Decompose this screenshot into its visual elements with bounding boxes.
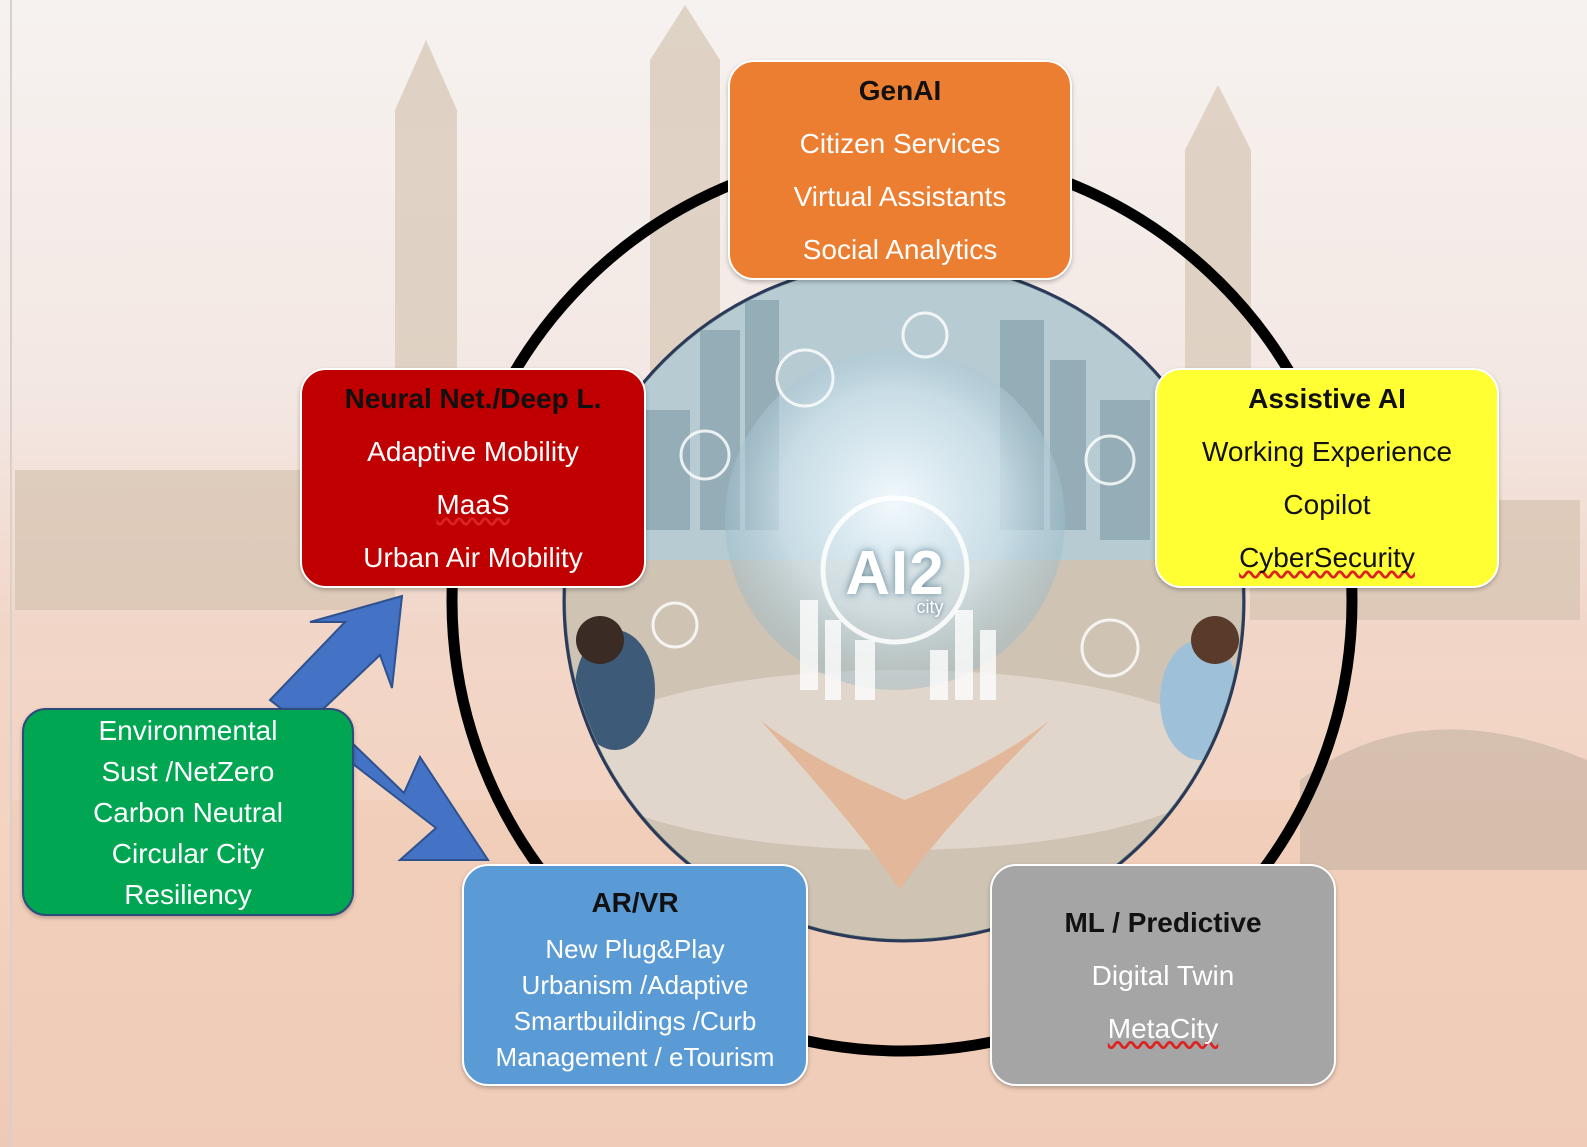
assistive-item-copilot: Copilot: [1283, 489, 1371, 520]
neural-title: Neural Net./Deep L.: [344, 383, 602, 414]
env-item-circular-city: Circular City: [111, 837, 265, 869]
arvr-item-plug-play: New Plug&Play: [545, 934, 725, 964]
ml-title: ML / Predictive: [1064, 906, 1262, 938]
neural-item-maas: MaaS: [436, 489, 510, 520]
env-item-environmental: Environmental: [98, 714, 278, 746]
env-item-sust-netzero: Sust /NetZero: [101, 755, 275, 787]
genai-box: GenAI Citizen Services Virtual Assistant…: [728, 60, 1072, 280]
left-frame-line: [10, 0, 12, 1147]
environmental-box: Environmental Sust /NetZero Carbon Neutr…: [22, 708, 354, 916]
ar-vr-box: AR/VR New Plug&Play Urbanism /Adaptive S…: [462, 864, 808, 1086]
ml-predictive-box: ML / Predictive Digital Twin MetaCity: [990, 864, 1336, 1086]
genai-item-social-analytics: Social Analytics: [802, 234, 998, 265]
neural-item-adaptive-mobility: Adaptive Mobility: [367, 436, 579, 467]
genai-item-citizen-services: Citizen Services: [799, 128, 1001, 159]
neural-item-urban-air-mobility: Urban Air Mobility: [363, 542, 583, 573]
assistive-title: Assistive AI: [1248, 383, 1406, 414]
arvr-item-urbanism: Urbanism /Adaptive: [521, 970, 749, 1000]
genai-title: GenAI: [858, 75, 942, 106]
ml-item-metacity: MetaCity: [1107, 1012, 1219, 1044]
ml-item-digital-twin: Digital Twin: [1091, 959, 1235, 991]
neural-net-box: Neural Net./Deep L. Adaptive Mobility Ma…: [300, 368, 646, 588]
arvr-item-management: Management / eTourism: [495, 1042, 775, 1072]
assistive-ai-box: Assistive AI Working Experience Copilot …: [1155, 368, 1499, 588]
genai-item-virtual-assistants: Virtual Assistants: [793, 181, 1007, 212]
assistive-item-cybersecurity: CyberSecurity: [1239, 542, 1415, 573]
assistive-item-working-experience: Working Experience: [1201, 436, 1453, 467]
env-item-resiliency: Resiliency: [124, 878, 252, 910]
arvr-item-smartbuildings: Smartbuildings /Curb: [513, 1006, 757, 1036]
arvr-title: AR/VR: [591, 887, 679, 918]
env-item-carbon-neutral: Carbon Neutral: [93, 796, 283, 828]
